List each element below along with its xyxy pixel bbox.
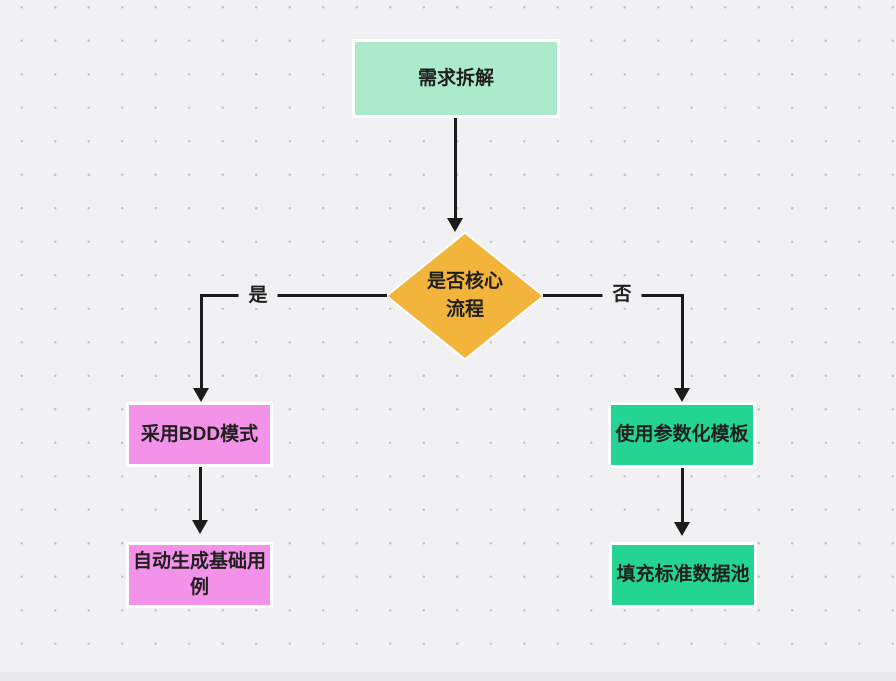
edge-label-yes: 是 bbox=[238, 284, 278, 308]
flow-node-start-label: 需求拆解 bbox=[417, 67, 494, 89]
canvas-bottom-edge bbox=[0, 672, 896, 681]
flow-node-decision[interactable]: 是否核心流程 bbox=[385, 231, 545, 361]
edge-start-decision-line bbox=[454, 118, 457, 219]
flow-node-start[interactable]: 需求拆解 bbox=[352, 39, 560, 118]
flow-node-param-template[interactable]: 使用参数化模板 bbox=[608, 402, 756, 468]
edge-bdd-auto-line bbox=[199, 467, 202, 521]
edge-no-arrowhead-icon bbox=[674, 388, 690, 402]
flow-node-decision-fill: 是否核心流程 bbox=[388, 234, 542, 358]
flow-node-auto-case-label: 自动生成基础用例 bbox=[132, 551, 266, 598]
flow-node-bdd-mode-label: 采用BDD模式 bbox=[140, 423, 259, 445]
edge-no-vertical-line bbox=[681, 294, 684, 388]
edge-yes-arrowhead-icon bbox=[193, 388, 209, 402]
edge-label-no: 否 bbox=[602, 283, 642, 307]
edge-template-pool-line bbox=[681, 468, 684, 522]
flow-node-data-pool-label: 填充标准数据池 bbox=[616, 564, 750, 585]
edge-start-decision-arrowhead-icon bbox=[447, 218, 463, 232]
flow-node-param-template-label: 使用参数化模板 bbox=[615, 424, 749, 445]
flow-node-data-pool[interactable]: 填充标准数据池 bbox=[609, 542, 757, 608]
edge-yes-horizontal-line bbox=[200, 294, 387, 297]
flow-node-bdd-mode[interactable]: 采用BDD模式 bbox=[126, 402, 273, 467]
edge-bdd-auto-arrowhead-icon bbox=[192, 520, 208, 534]
edge-yes-vertical-line bbox=[200, 294, 203, 388]
flow-node-auto-case[interactable]: 自动生成基础用例 bbox=[126, 542, 273, 608]
flow-node-decision-label: 是否核心流程 bbox=[426, 271, 503, 320]
edge-template-pool-arrowhead-icon bbox=[674, 522, 690, 536]
